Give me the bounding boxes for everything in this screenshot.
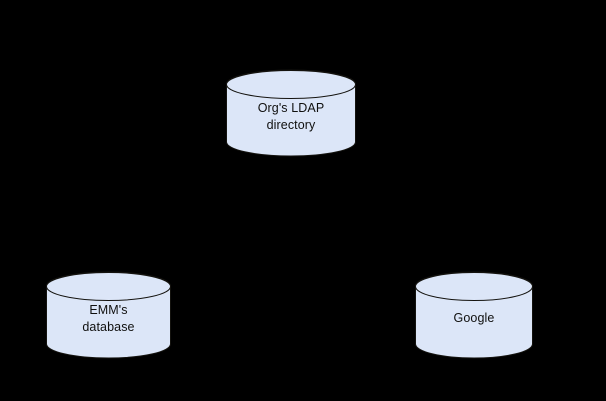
database-node-emm[interactable]: EMM's database bbox=[46, 271, 171, 359]
database-cylinder-icon bbox=[415, 271, 533, 359]
database-node-google[interactable]: Google bbox=[415, 271, 533, 359]
database-cylinder-icon bbox=[46, 271, 171, 359]
database-node-ldap[interactable]: Org's LDAP directory bbox=[226, 69, 356, 157]
database-cylinder-icon bbox=[226, 69, 356, 157]
